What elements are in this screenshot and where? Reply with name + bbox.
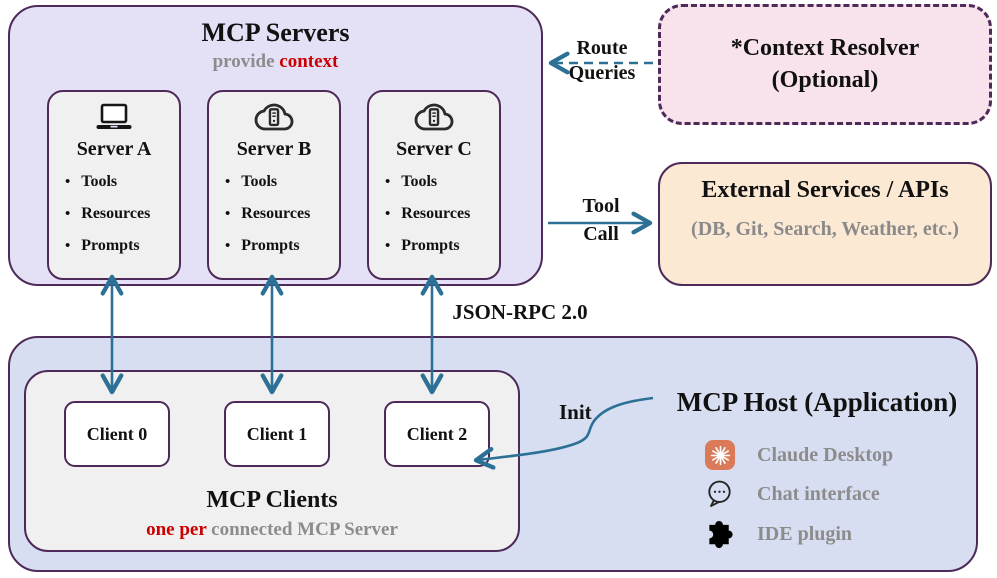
client-0-card: Client 0 <box>64 401 170 467</box>
puzzle-piece-icon <box>704 518 736 550</box>
chat-bubble-icon <box>704 478 736 510</box>
server-b-card: Server B Tools Resources Prompts <box>207 90 341 280</box>
feature-label: IDE plugin <box>757 522 853 545</box>
route-queries-label: Route Queries <box>556 36 648 86</box>
list-item: Tools <box>65 173 179 191</box>
subtitle-provide: provide <box>212 50 275 72</box>
cloud-server-icon <box>209 98 339 136</box>
external-services-title: External Services / APIs <box>701 177 949 203</box>
context-resolver-box: *Context Resolver (Optional) <box>658 4 992 125</box>
list-item: Prompts <box>225 237 339 255</box>
list-item: Resources <box>225 205 339 223</box>
servers-panel-subtitle: provide context <box>10 51 541 73</box>
route-label-line2: Queries <box>568 62 636 84</box>
list-item: Resources <box>385 205 499 223</box>
host-panel-title: MCP Host (Application) <box>676 387 958 417</box>
server-name: Server A <box>76 138 152 160</box>
init-label: Init <box>559 400 592 424</box>
clients-panel-title: MCP Clients <box>206 487 338 513</box>
server-capabilities-list: Tools Resources Prompts <box>209 173 339 255</box>
tool-call-label: Tool Call <box>556 192 646 248</box>
list-item: Prompts <box>385 237 499 255</box>
client-1-card: Client 1 <box>224 401 330 467</box>
json-rpc-label: JSON-RPC 2.0 <box>452 300 588 324</box>
list-item: Tools <box>385 173 499 191</box>
clients-sub-connected: connected MCP Server <box>211 519 398 540</box>
cloud-server-icon <box>369 98 499 136</box>
external-services-examples: (DB, Git, Search, Weather, etc.) <box>691 218 959 240</box>
mcp-clients-panel: Client 0 Client 1 Client 2 MCP Clients o… <box>24 370 520 552</box>
external-services-box: External Services / APIs (DB, Git, Searc… <box>658 162 992 286</box>
claude-logo-icon <box>704 439 736 471</box>
server-name: Server B <box>236 138 312 160</box>
tool-label-line1: Tool <box>582 195 620 217</box>
server-capabilities-list: Tools Resources Prompts <box>369 173 499 255</box>
context-resolver-title: *Context Resolver <box>730 34 920 61</box>
servers-panel-title: MCP Servers <box>201 18 350 47</box>
subtitle-context: context <box>279 50 339 72</box>
mcp-host-panel: Client 0 Client 1 Client 2 MCP Clients o… <box>8 336 978 572</box>
tool-label-line2: Call <box>583 223 619 245</box>
feature-label: Claude Desktop <box>757 443 894 466</box>
server-capabilities-list: Tools Resources Prompts <box>49 173 179 255</box>
clients-sub-one-per: one per <box>146 519 207 540</box>
feature-label: Chat interface <box>757 482 880 505</box>
route-label-line1: Route <box>576 37 628 59</box>
list-item: Resources <box>65 205 179 223</box>
list-item: Tools <box>225 173 339 191</box>
clients-panel-subtitle: one per connected MCP Server <box>26 519 518 541</box>
feature-row-claude-desktop: Claude Desktop <box>704 439 893 471</box>
feature-row-chat-interface: Chat interface <box>704 478 880 510</box>
server-name: Server C <box>396 138 472 160</box>
list-item: Prompts <box>65 237 179 255</box>
context-resolver-optional: (Optional) <box>771 66 879 93</box>
client-2-card: Client 2 <box>384 401 490 467</box>
mcp-servers-panel: MCP Servers provide context Server A Too… <box>8 5 543 286</box>
server-a-card: Server A Tools Resources Prompts <box>47 90 181 280</box>
laptop-icon <box>49 98 179 136</box>
server-c-card: Server C Tools Resources Prompts <box>367 90 501 280</box>
feature-row-ide-plugin: IDE plugin <box>704 518 852 550</box>
